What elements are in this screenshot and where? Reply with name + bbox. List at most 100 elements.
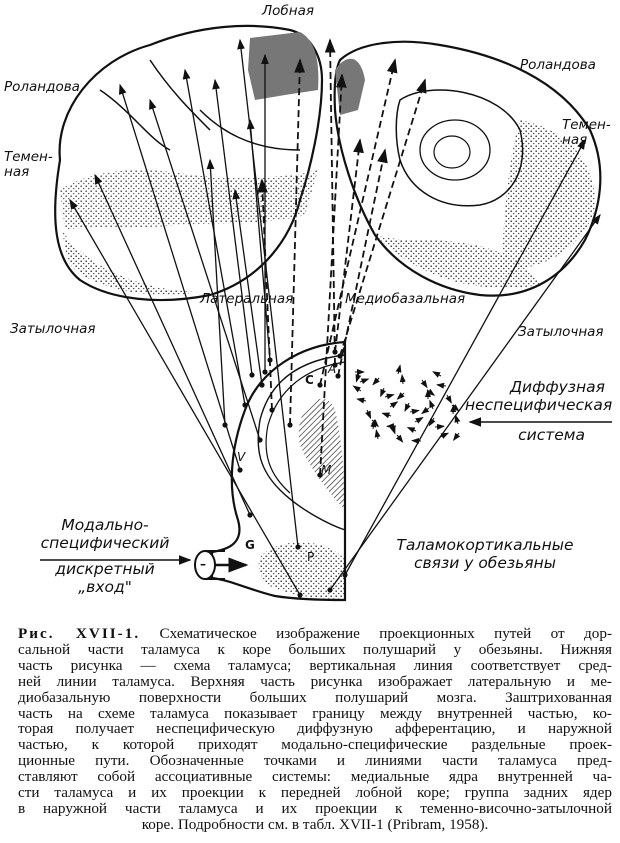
label-line: специфический	[40, 534, 170, 552]
medial-projection-line	[324, 38, 336, 366]
caption-line: диобазальную поверхности больших полушар…	[18, 689, 612, 706]
nucleus-dot	[317, 472, 323, 478]
nucleus-dot	[222, 422, 228, 428]
nucleus-dot	[247, 512, 253, 518]
caption-line: частью, к которой приходят модально-спец…	[18, 737, 612, 754]
diffuse-arrow	[436, 382, 447, 389]
diffuse-arrow	[396, 392, 405, 400]
caption-text: Схематическое изображение проекционных п…	[159, 626, 612, 642]
label-line: система	[518, 426, 585, 444]
medial-projection-line	[289, 58, 306, 426]
diffuse-arrow	[380, 387, 387, 398]
nucleus-dot	[335, 373, 341, 379]
label-parietal-left: Темен-ная	[4, 150, 53, 180]
label-diffuse-system: Диффузная неспецифическая система	[465, 378, 612, 444]
diffuse-arrow	[374, 429, 381, 440]
diffuse-arrow	[426, 388, 436, 396]
label-rolandic-right: Роландова	[520, 57, 596, 73]
nucleus-dot	[297, 592, 303, 598]
diffuse-arrow	[406, 427, 417, 433]
label-line: связи у обезьяны	[414, 554, 556, 572]
diffuse-arrow	[356, 397, 367, 404]
label-frontal: Лобная	[262, 3, 314, 19]
caption-line: часть на схеме таламуса показывает грани…	[18, 705, 612, 722]
lateral-projection-line	[94, 173, 251, 516]
label-line: ная	[562, 132, 588, 148]
caption-line: часть рисунка — схема таламуса; вертикал…	[18, 657, 612, 674]
label-line: „вход"	[78, 578, 132, 596]
diffuse-arrow	[395, 364, 402, 375]
nucleus-dot	[237, 467, 243, 473]
label-mediobasal: Медиобазальная	[345, 291, 466, 307]
diffuse-arrow	[355, 372, 362, 383]
label-line: Модально-	[61, 516, 149, 534]
label-parietal-right: Темен-ная	[562, 118, 611, 148]
diffuse-arrow	[371, 419, 379, 428]
diffuse-arrow	[389, 401, 399, 409]
medial-projection-line	[319, 58, 398, 386]
diffuse-arrow	[432, 371, 442, 378]
label-specific-input: Модально- специфический дискретный „вход…	[30, 516, 180, 596]
nucleus-a: A	[328, 362, 337, 376]
lateral-projection-line	[212, 78, 253, 376]
lateral-projection-line	[344, 138, 586, 576]
nucleus-dot	[262, 369, 268, 375]
nucleus-dot	[259, 382, 265, 388]
label-line: Темен-	[4, 149, 53, 165]
caption-line: в наружной части таламуса и их проекции …	[18, 800, 612, 817]
figure-title: Таламокортикальные связи у обезьяны	[395, 536, 575, 572]
caption-line: ционные пути. Обозначенные точками и лин…	[18, 753, 612, 770]
diffuse-arrow	[428, 417, 436, 427]
label-occipital-left: Затылочная	[10, 321, 96, 337]
caption-line: ставляют собой ассоциативные системы: ме…	[18, 769, 612, 786]
diffuse-arrow	[420, 379, 428, 389]
diffuse-arrow	[452, 432, 461, 441]
figure-caption: Рис. XVII-1. Схематическое изображение п…	[18, 626, 612, 833]
diffuse-arrows	[352, 364, 461, 444]
medial-projection-line	[339, 78, 427, 357]
nucleus-v: V	[237, 450, 246, 464]
left-hemisphere	[54, 24, 324, 302]
nucleus-dot	[257, 437, 263, 443]
nucleus-dot	[337, 353, 343, 359]
medial-projection-line	[319, 73, 347, 476]
nucleus-dot	[342, 572, 348, 578]
nucleus-dot	[295, 544, 301, 550]
input-tube-minus: –	[200, 557, 206, 571]
diffuse-arrow	[372, 377, 380, 386]
right-hemisphere	[333, 40, 602, 297]
nucleus-dot	[317, 382, 323, 388]
lateral-projection-line	[118, 83, 241, 471]
diffuse-arrow	[352, 385, 362, 393]
diffuse-arrow	[395, 434, 404, 443]
nucleus-p: P	[307, 550, 315, 564]
label-line: Диффузная	[509, 378, 605, 396]
nucleus-dot	[332, 362, 338, 368]
lateral-projection-line	[182, 68, 246, 406]
diffuse-arrow	[421, 406, 430, 415]
nucleus-dot	[287, 422, 293, 428]
diffuse-arrow	[434, 423, 445, 430]
lateral-projection-line	[69, 198, 301, 596]
thalamocortical-diagram	[40, 24, 612, 602]
lateral-projection-line	[232, 188, 263, 386]
diffuse-arrow	[404, 402, 411, 412]
diffuse-arrow	[365, 409, 372, 420]
caption-line: сти таламуса и их проекции к передней ло…	[18, 785, 612, 801]
nucleus-dot	[327, 587, 333, 593]
lateral-projection-line	[246, 118, 271, 361]
label-line: неспецифическая	[465, 396, 613, 414]
nucleus-g: G	[245, 538, 255, 552]
nucleus-dot	[269, 407, 275, 413]
diffuse-arrow	[384, 393, 395, 400]
diffuse-arrow	[399, 374, 406, 385]
caption-line: Рис. XVII-1. Схематическое изображение п…	[18, 626, 612, 642]
diffuse-arrow	[451, 404, 460, 412]
nucleus-c: C	[305, 373, 314, 387]
figure-number: Рис. XVII-1.	[18, 626, 141, 642]
nucleus-dot	[242, 402, 248, 408]
label-line: Таламокортикальные	[396, 536, 574, 554]
label-line: Темен-	[562, 117, 611, 133]
label-occipital-right: Затылочная	[518, 324, 604, 340]
label-line: дискретный	[55, 560, 155, 578]
